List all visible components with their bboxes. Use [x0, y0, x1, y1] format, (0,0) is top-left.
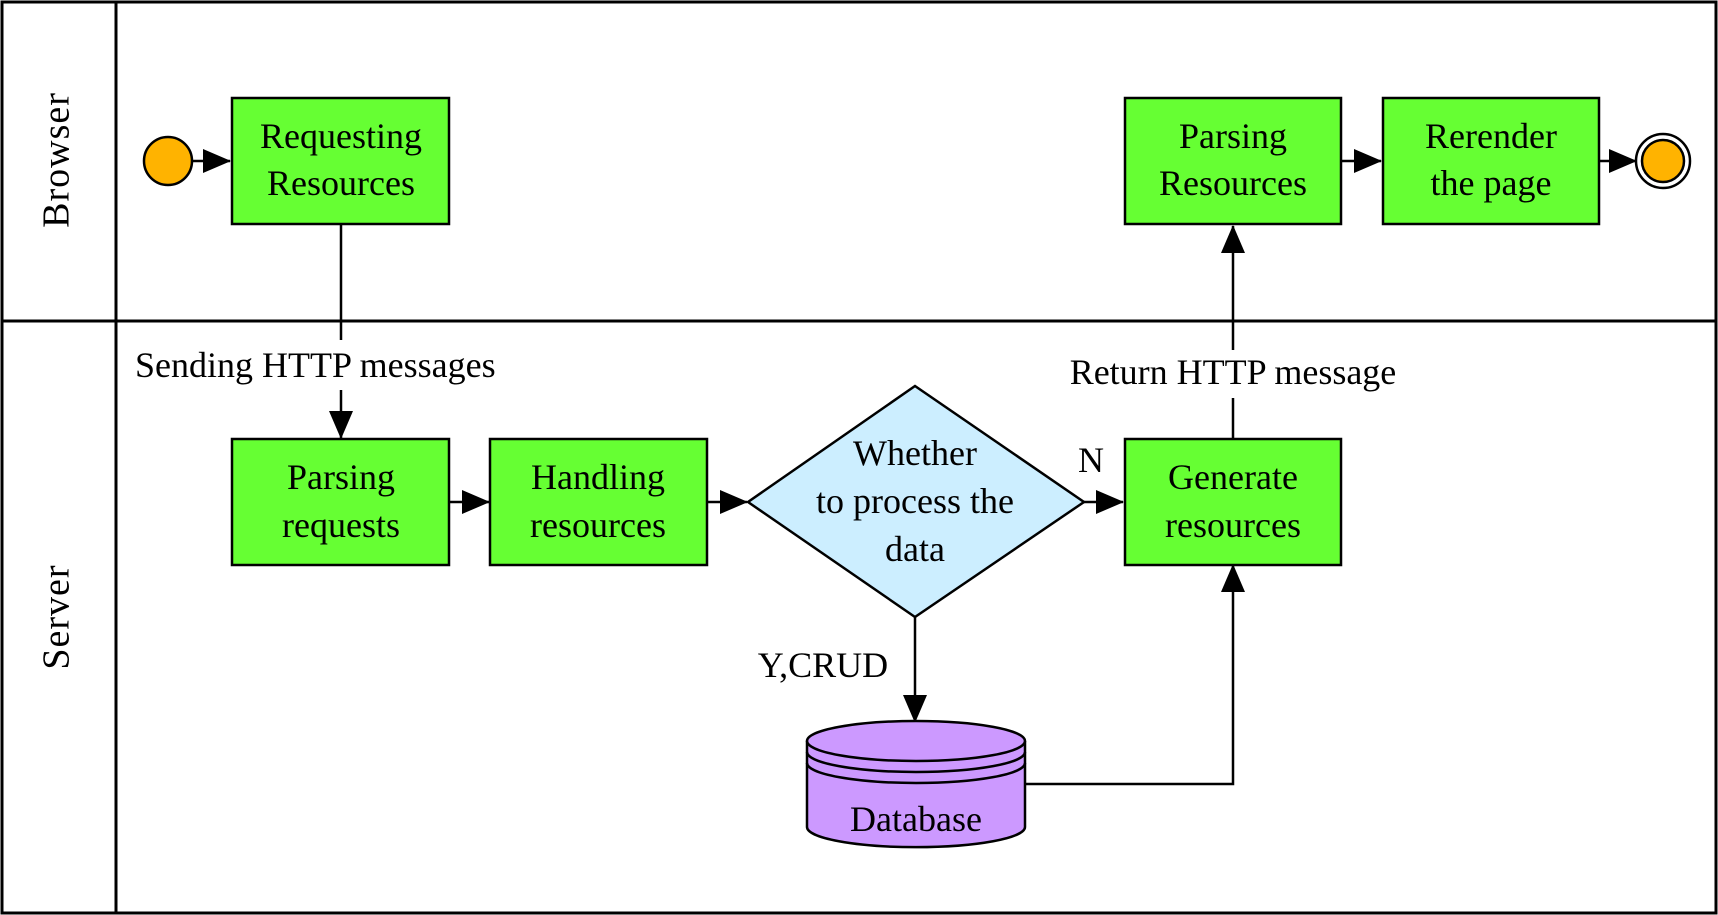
- task-rerender-page: Rerender the page: [1381, 96, 1601, 226]
- decision-line2: to process the: [816, 481, 1014, 521]
- edge-database-to-generate: [1025, 564, 1245, 786]
- database-store: Database: [805, 719, 1027, 849]
- task-generate-resources-line2: resources: [1165, 505, 1301, 545]
- task-parsing-resources-line1: Parsing: [1179, 116, 1287, 156]
- task-parsing-requests: Parsing requests: [230, 437, 451, 567]
- task-handling-resources: Handling resources: [488, 437, 709, 567]
- task-parsing-requests-line2: requests: [282, 505, 400, 545]
- edge-label-yes: Y,CRUD: [758, 645, 888, 685]
- task-rerender-page-line1: Rerender: [1425, 116, 1557, 156]
- task-parsing-resources: Parsing Resources: [1123, 96, 1343, 226]
- task-parsing-resources-line2: Resources: [1159, 163, 1307, 203]
- task-rerender-page-line2: the page: [1431, 163, 1552, 203]
- task-handling-resources-line1: Handling: [531, 457, 665, 497]
- task-generate-resources-line1: Generate: [1168, 457, 1298, 497]
- lane-label-server: Server: [36, 564, 78, 669]
- decision-process-data: Whether to process the data: [745, 384, 1087, 619]
- decision-line1: Whether: [853, 433, 977, 473]
- edge-label-return: Return HTTP message: [1070, 352, 1397, 392]
- database-label: Database: [850, 799, 982, 839]
- task-parsing-requests-line1: Parsing: [287, 457, 395, 497]
- edges: [192, 149, 1637, 786]
- task-generate-resources: Generate resources: [1123, 437, 1343, 567]
- decision-line3: data: [885, 529, 945, 569]
- start-event: [142, 135, 194, 187]
- lane-label-browser: Browser: [36, 92, 78, 228]
- task-requesting-resources-line2: Resources: [267, 163, 415, 203]
- task-handling-resources-line2: resources: [530, 505, 666, 545]
- edge-label-send: Sending HTTP messages: [135, 345, 496, 385]
- task-requesting-resources-line1: Requesting: [260, 116, 422, 156]
- end-event: [1634, 132, 1692, 190]
- edge-label-no: N: [1078, 440, 1104, 480]
- task-requesting-resources: Requesting Resources: [230, 96, 451, 226]
